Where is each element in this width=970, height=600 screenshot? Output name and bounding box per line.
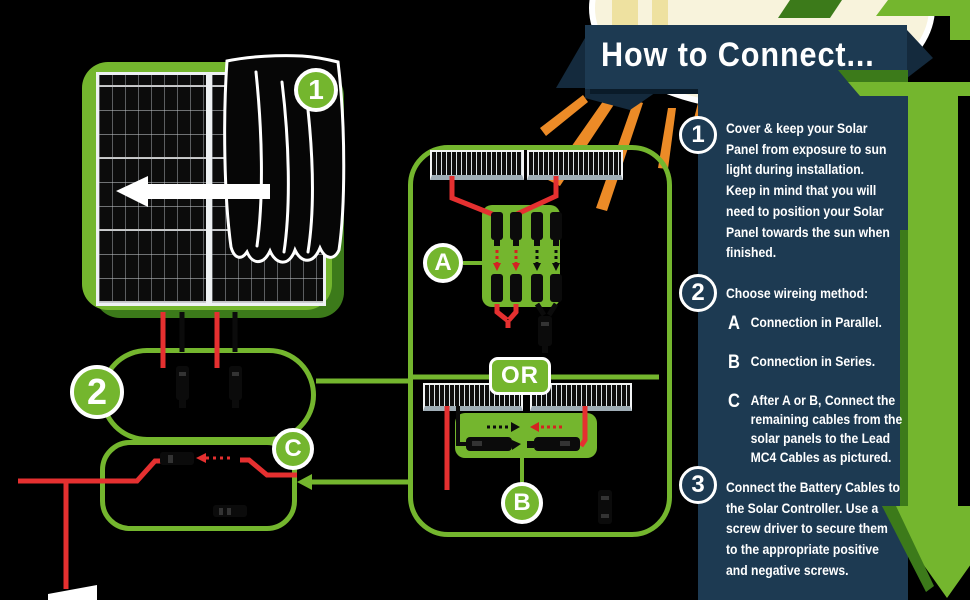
diagram-step1-label: 1: [308, 74, 324, 105]
step2-heading: Choose wireing method:: [726, 285, 869, 301]
option-a-text: Connection in Parallel.: [750, 314, 882, 330]
step3-number: 3: [691, 471, 705, 498]
page-title: How to Connect...: [601, 36, 875, 74]
diagram-optionB-label: B: [513, 489, 531, 516]
diagram-optionC-label: C: [284, 435, 302, 462]
diagram-optionA-label: A: [434, 249, 452, 276]
option-c-row: C After A or B, Connect the remaining ca…: [728, 391, 914, 467]
step2-connector-pill: [100, 348, 316, 442]
diagram-step1-badge: 1: [294, 68, 338, 112]
step1-number-circle: 1: [679, 116, 717, 154]
or-label: OR: [501, 362, 539, 389]
or-badge: OR: [489, 357, 551, 395]
title-banner: How to Connect...: [585, 25, 907, 89]
diagram-step2-badge: 2: [70, 365, 124, 419]
bulb-stripe: [612, 0, 638, 27]
step3-number-circle: 3: [679, 466, 717, 504]
mini-panel-a1: [430, 150, 524, 180]
mini-panel-a2: [527, 150, 623, 180]
diagram-step2-label: 2: [86, 371, 108, 412]
step1-text: Cover & keep your Solar Panel from expos…: [726, 120, 890, 261]
solar-panel-left: [96, 72, 209, 306]
step1-number: 1: [691, 121, 705, 148]
wiring-methods-box: [408, 145, 672, 537]
step3-text: Connect the Battery Cables to the Solar …: [726, 479, 900, 578]
step2-number: 2: [691, 279, 705, 306]
box-to-cbox-arrow: [297, 474, 408, 490]
option-c-text: After A or B, Connect the remaining cabl…: [750, 392, 903, 465]
option-c-key: C: [728, 391, 740, 412]
option-a-key: A: [728, 313, 740, 334]
instruction-panel: [698, 89, 908, 600]
diagram-optionA-badge: A: [423, 243, 463, 283]
option-a-row: A Connection in Parallel.: [728, 313, 914, 335]
series-connector-block: [455, 413, 597, 458]
diagram-optionB-badge: B: [501, 482, 543, 524]
option-b-key: B: [728, 352, 740, 373]
diagram-optionC-badge: C: [272, 428, 314, 470]
step2-number-circle: 2: [679, 274, 717, 312]
controller-top-edge: [48, 585, 97, 600]
stepC-cable-box: [100, 440, 297, 531]
bulb-stripe: [652, 0, 668, 27]
parallel-connector-block: [482, 205, 560, 307]
option-b-row: B Connection in Series.: [728, 352, 914, 374]
option-b-text: Connection in Series.: [750, 353, 876, 369]
